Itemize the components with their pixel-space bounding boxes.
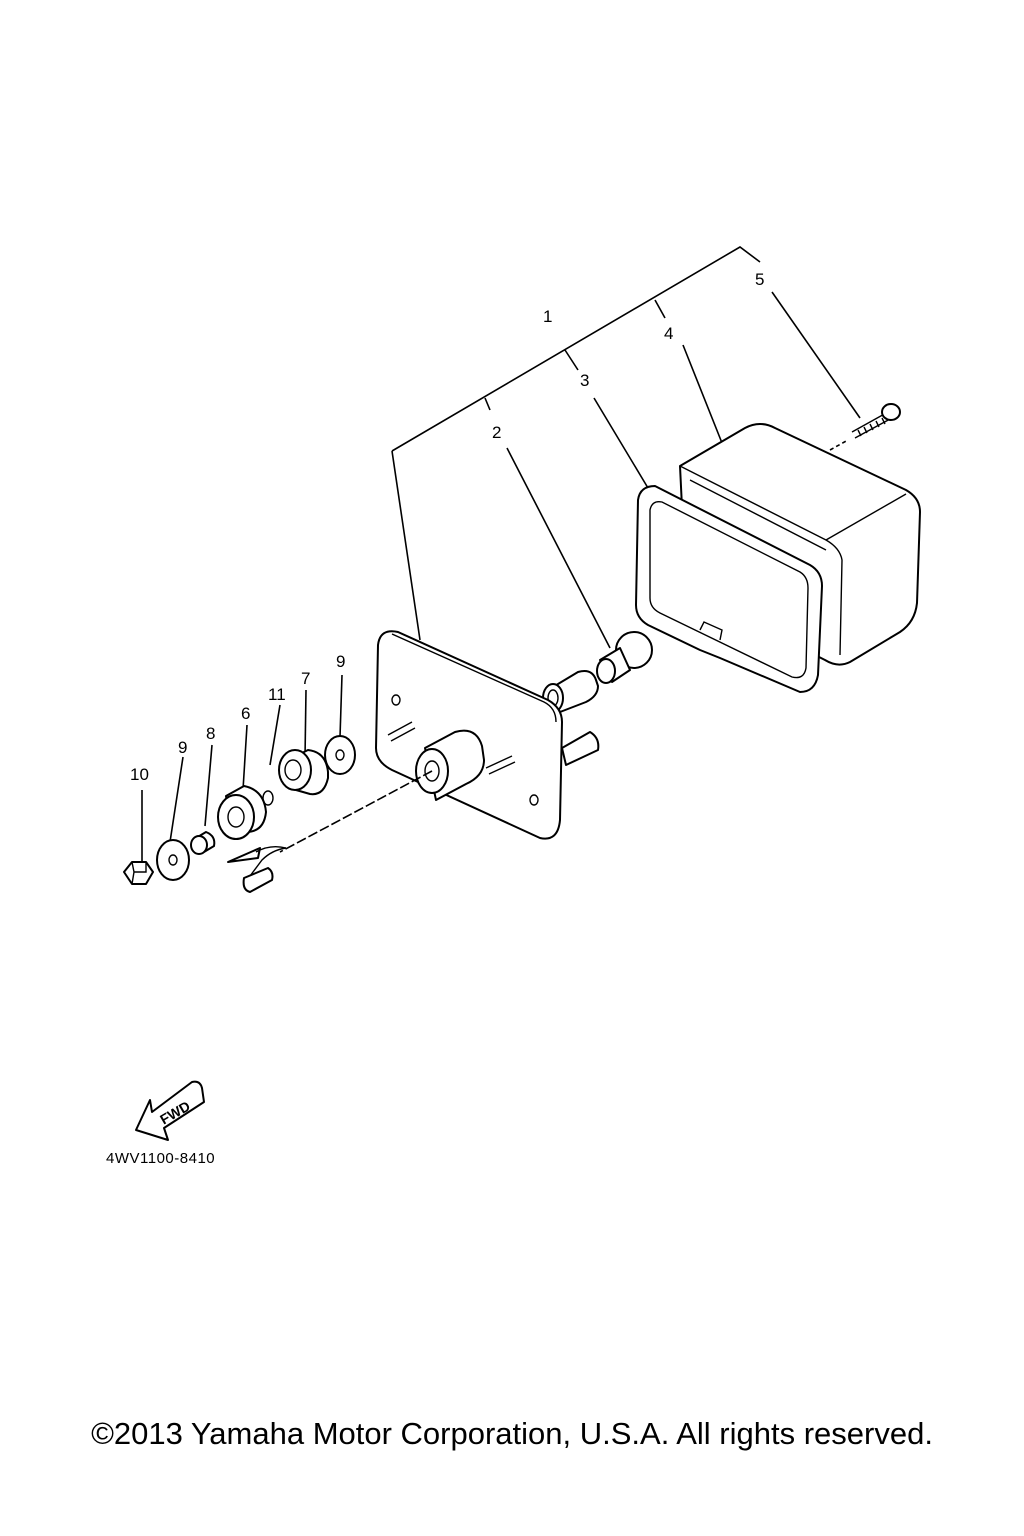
fwd-arrow-icon: FWD xyxy=(135,1080,205,1141)
part-5-screw xyxy=(829,403,901,451)
part-1-base-plate xyxy=(375,630,600,840)
copyright-notice: ©2013 Yamaha Motor Corporation, U.S.A. A… xyxy=(91,1416,933,1451)
part-3-gasket xyxy=(635,485,823,693)
part-9-washer-left xyxy=(156,839,190,881)
callout-1: 1 xyxy=(543,307,552,326)
callout-labels: 1 2 3 4 5 6 7 8 9 9 10 11 xyxy=(130,270,764,784)
callout-11: 11 xyxy=(268,685,286,704)
part-6-rubber xyxy=(217,785,267,840)
wire-lead xyxy=(227,845,287,893)
callout-9a: 9 xyxy=(336,652,345,671)
part-8-collar xyxy=(190,831,216,855)
callout-8: 8 xyxy=(206,724,215,743)
callout-3: 3 xyxy=(580,371,589,390)
callout-10: 10 xyxy=(130,765,149,784)
part-7-grommet xyxy=(278,749,329,796)
part-10-nut xyxy=(123,861,154,885)
leader-lines xyxy=(141,246,861,865)
callout-2: 2 xyxy=(492,423,501,442)
diagram-code: 4WV1100-8410 xyxy=(106,1150,216,1167)
callout-4: 4 xyxy=(664,324,673,343)
part-9-washer-right xyxy=(324,735,356,775)
callout-9b: 9 xyxy=(178,738,187,757)
callout-6: 6 xyxy=(241,704,250,723)
callout-5: 5 xyxy=(755,270,764,289)
callout-7: 7 xyxy=(301,669,310,688)
part-2-bulb xyxy=(542,631,653,713)
